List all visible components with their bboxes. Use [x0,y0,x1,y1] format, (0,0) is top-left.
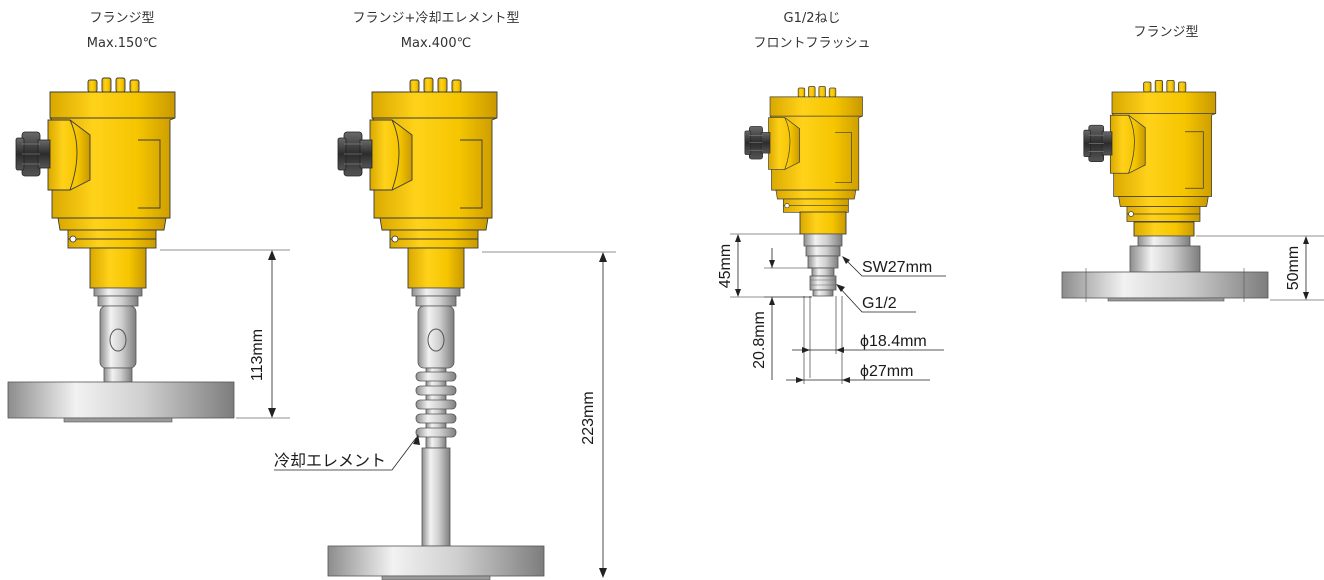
product3-title: G1/2ねじ [784,11,841,26]
product2-title: フランジ+冷却エレメント型 [353,11,520,26]
dim-223: 223mm [580,391,597,444]
dim-45: 45mm [717,244,734,288]
thread-fitting-icon [799,211,847,297]
product-flange-short: フランジ型 50mm [1061,25,1324,302]
sensor-rod [99,305,137,369]
sensor-housing-icon [1083,79,1217,222]
dim-g12: G1/2 [862,295,897,312]
dim-113: 113mm [249,329,266,381]
dim-50: 50mm [1285,246,1302,290]
cooling-element-label: 冷却エレメント [274,452,386,470]
product1-title: フランジ型 [89,11,154,26]
flange-icon [7,381,235,419]
sensor-housing-icon [337,77,498,249]
sensor-housing-icon [744,86,863,213]
product1-temp: Max.150℃ [87,36,157,51]
cooling-element-icon [415,367,457,449]
product-flange-cooling-400: フランジ+冷却エレメント型 Max.400℃ 冷却エレメント [274,11,616,580]
product4-title: フランジ型 [1133,25,1198,40]
process-neck [89,247,147,289]
product-thread-g12: G1/2ねじ フロントフラッシュ 45mm 20. [717,11,946,384]
dim-20-8: 20.8mm [751,311,768,369]
dim-phi18: ϕ18.4mm [860,333,927,350]
product3-subtitle: フロントフラッシュ [753,36,870,51]
dim-sw27: SW27mm [862,259,932,276]
product2-temp: Max.400℃ [401,36,471,51]
product-flange-150: フランジ型 Max.150℃ 113mm [7,11,290,423]
dim-phi27: ϕ27mm [860,363,913,380]
flange-icon [1061,271,1269,299]
sensor-housing-icon [15,77,176,249]
